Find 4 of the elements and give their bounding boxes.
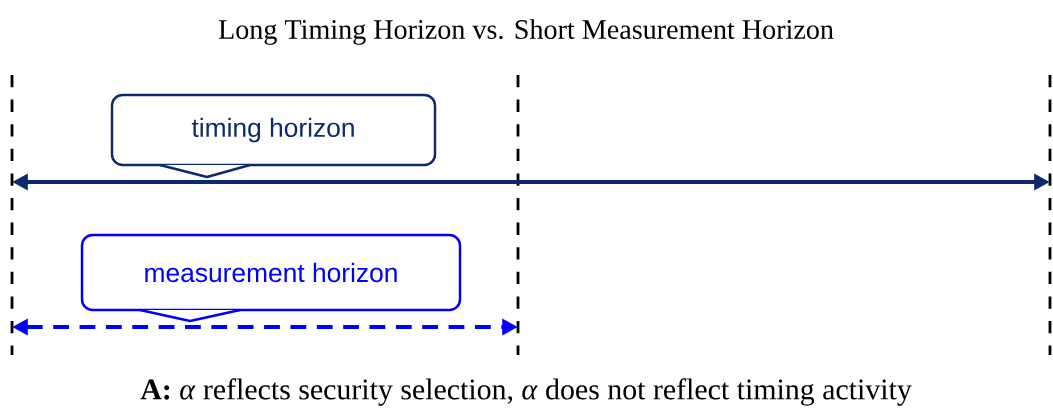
callout-box: measurement horizon: [80, 233, 462, 323]
caption: A: α reflects security selection, α does not reflect timing activity: [140, 378, 912, 406]
title: Long Timing Horizon vs. Short Measurement Horizon: [218, 19, 834, 45]
callout-box: timing horizon: [110, 93, 437, 179]
